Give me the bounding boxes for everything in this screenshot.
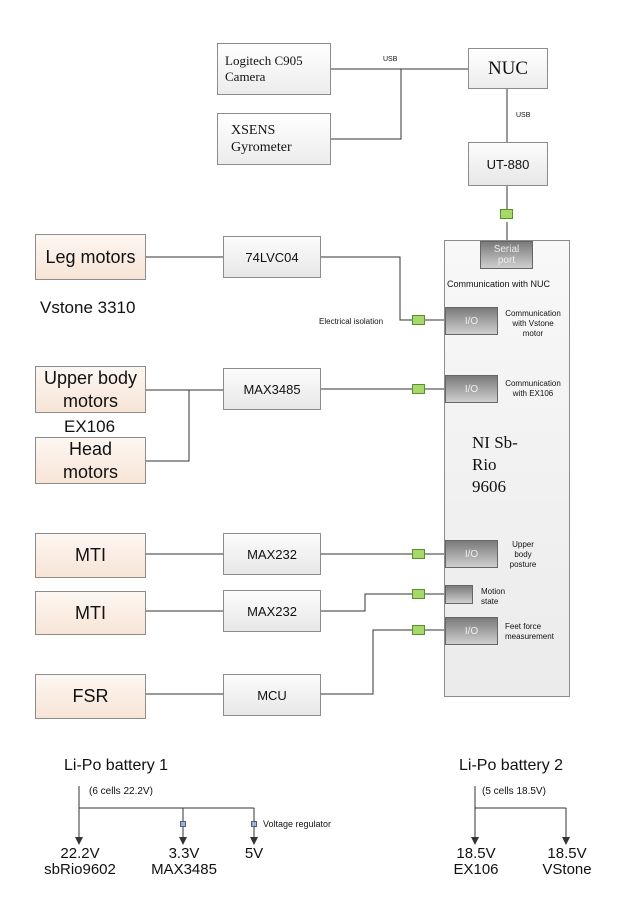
ut880-box: UT-880 [468,142,548,186]
wire-74lvc04-io [321,256,412,321]
connector-ex106 [412,384,425,394]
label-comm-ex106: Communication with EX106 [505,379,561,398]
regulator-icon-2 [251,821,257,827]
serial-port: Serial port [480,241,533,269]
out-185v-b: 18.5V VStone [542,845,592,878]
io-port-posture: I/O [445,540,498,568]
upper-body-motors-box: Upper body motors [35,366,146,413]
label-feet-force: Feet force measurement [505,622,554,641]
chip-74lvc04: 74LVC04 [223,236,321,278]
battery1-label: Li-Po battery 1 [64,757,169,774]
chip-mcu: MCU [223,674,321,716]
connector-motion [412,589,425,599]
label-comm-vstone: Communication with Vstone motor [505,309,561,338]
battery2-label: Li-Po battery 2 [459,757,564,774]
mti-box-2: MTI [35,591,146,635]
head-motors-box: Head motors [35,437,146,484]
mti-box-1: MTI [35,533,146,578]
out-5v: 5V [244,845,264,862]
label-electrical-isolation: Electrical isolation [319,317,384,326]
vstone-label: Vstone 3310 [40,298,136,317]
nuc-box: NUC [468,48,548,89]
io-port-motion [445,585,473,604]
camera-box: Logitech C905 Camera [217,43,331,95]
connector-ut880 [500,209,513,219]
leg-motors-box: Leg motors [35,234,146,280]
battery1-cells: (6 cells 22.2V) [89,786,153,797]
chip-max232-2: MAX232 [223,590,321,632]
io-port-feet: I/O [445,617,498,645]
ni-board-title: NI Sb-Rio 9606 [472,433,518,496]
usb-label-top: USB [383,56,398,63]
connector-vstone [412,315,425,325]
io-port-vstone: I/O [445,307,498,335]
voltage-regulator-label: Voltage regulator [263,819,332,829]
out-33v: 3.3V MAX3485 [151,845,217,878]
battery2-cells: (5 cells 18.5V) [482,786,546,797]
fsr-box: FSR [35,674,146,719]
connector-feet [412,625,425,635]
chip-max232-1: MAX232 [223,533,321,575]
wire-gyro [331,69,402,140]
io-port-ex106: I/O [445,375,498,403]
regulator-icon-1 [180,821,186,827]
connector-posture [412,549,425,559]
label-motion-state: Motion state [481,587,506,606]
usb-label-side: USB [516,112,531,119]
chip-max3485: MAX3485 [223,368,321,410]
label-upper-body-posture: Upper body posture [509,540,537,569]
wire-head-bus [146,390,190,462]
out-22v: 22.2V sbRio9602 [44,845,116,878]
out-185v-a: 18.5V EX106 [453,845,499,878]
gyrometer-box: XSENS Gyrometer [217,113,331,165]
wire-max232b-io [321,593,412,612]
wire-mcu-io [321,629,412,695]
label-communication-with-nuc: Communication with NUC [447,279,551,289]
ex106-label: EX106 [64,417,116,436]
